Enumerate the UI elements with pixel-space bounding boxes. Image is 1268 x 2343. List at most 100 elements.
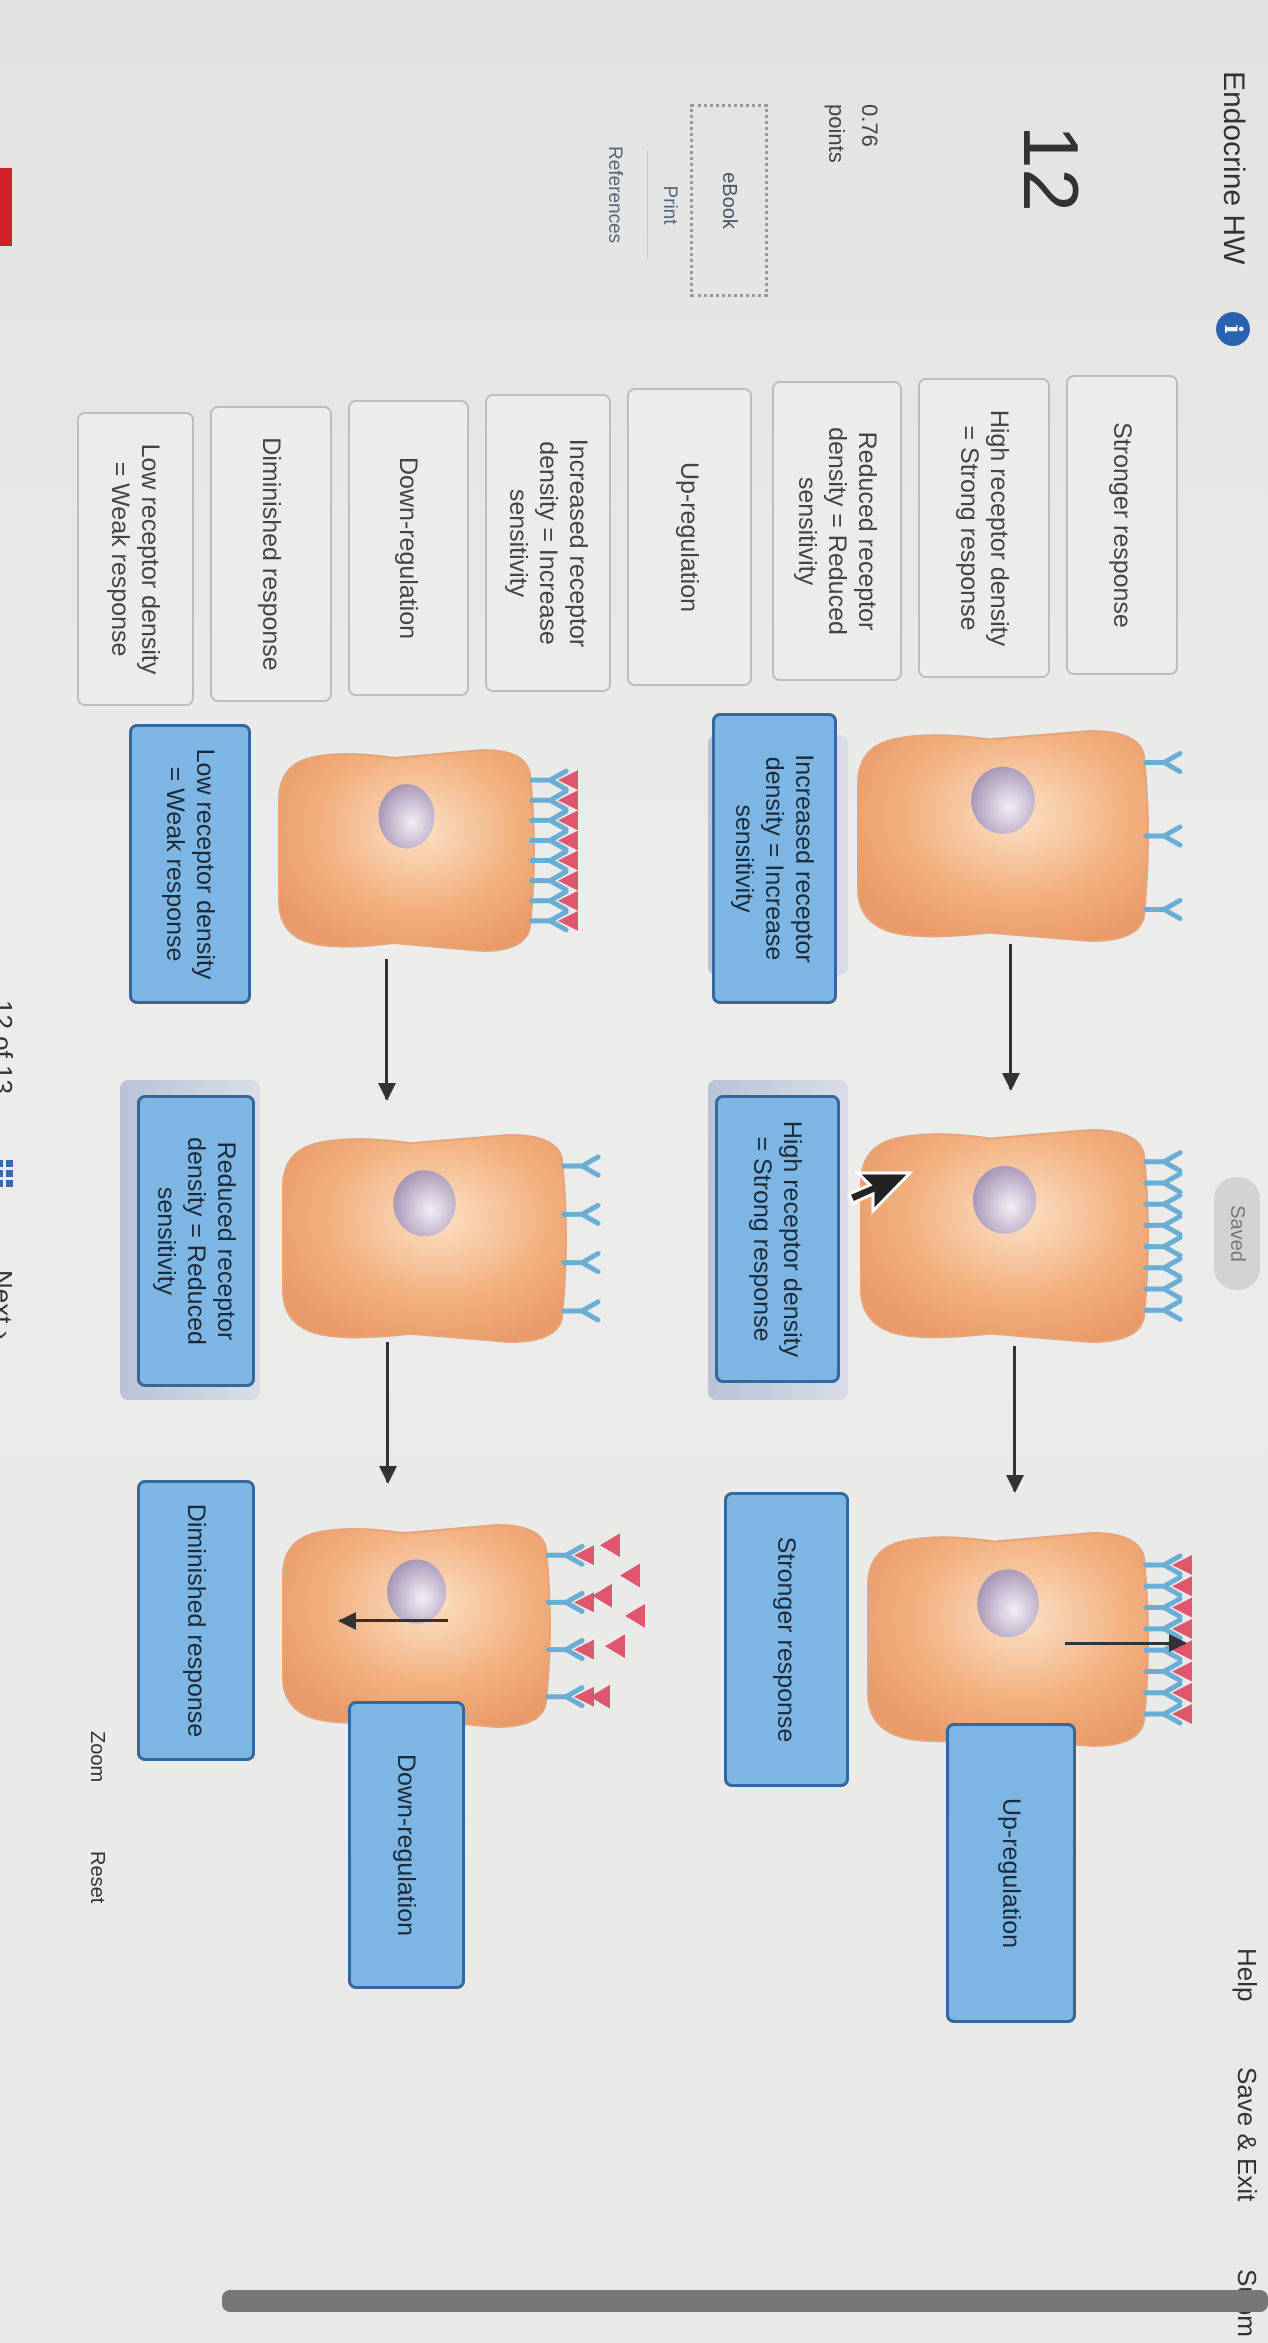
placed-label-reduced-receptor-density[interactable]: Reduced receptor density = Reduced sensi…: [137, 1095, 255, 1387]
bank-label-stronger-response[interactable]: Stronger response: [1066, 375, 1178, 675]
ebook-button[interactable]: eBook: [690, 104, 768, 297]
receptor-icon: [1143, 898, 1183, 921]
receptor-icon: [1143, 1150, 1183, 1174]
free-hormone-icon: [605, 1634, 625, 1659]
references-link[interactable]: References: [604, 146, 625, 244]
bank-label-diminished-response[interactable]: Diminished response: [210, 406, 332, 702]
reset-button[interactable]: Reset: [86, 1851, 108, 1904]
cell-upreg-end: [867, 1531, 1192, 1748]
zoom-button[interactable]: Zoom: [86, 1731, 108, 1783]
info-circle-icon[interactable]: i: [1216, 312, 1250, 346]
hormone-ligand-icon: [1172, 1576, 1192, 1597]
scrollbar[interactable]: [222, 2290, 1268, 2312]
receptor-icon: [1143, 1277, 1183, 1301]
grid-icon[interactable]: [0, 1160, 13, 1187]
receptor-icon: [529, 909, 569, 933]
nucleus: [393, 1170, 456, 1237]
cell-body: [282, 1133, 567, 1344]
bank-label-high-receptor-density[interactable]: High receptor density = Strong response: [918, 378, 1050, 678]
hormone-ligand-icon: [1172, 1618, 1192, 1639]
arrow-right-icon: [385, 959, 388, 1099]
placed-label-down-regulation[interactable]: Down-regulation: [348, 1701, 465, 1989]
receptor-icon: [1143, 1213, 1183, 1237]
hormone-ligand-icon: [558, 810, 578, 831]
cell-body: [282, 1523, 551, 1729]
bank-label-reduced-receptor-density[interactable]: Reduced receptor density = Reduced sensi…: [772, 381, 902, 681]
hormone-ligand-icon: [1172, 1554, 1192, 1575]
free-hormone-icon: [592, 1583, 612, 1608]
placed-label-low-receptor-density[interactable]: Low receptor density = Weak response: [129, 724, 251, 1004]
save-exit-link[interactable]: Save & Exit: [1232, 2067, 1262, 2202]
placed-label-high-receptor-density[interactable]: High receptor density = Strong response: [715, 1095, 840, 1383]
placed-label-increased-receptor-density[interactable]: Increased receptor density = Increase se…: [712, 713, 837, 1004]
nucleus: [971, 766, 1035, 834]
hormone-ligand-icon: [574, 1639, 594, 1660]
receptor-icon: [1143, 1574, 1183, 1598]
receptor-icon: [529, 869, 569, 893]
cell-upreg-mid: [860, 1128, 1183, 1344]
ebook-label: eBook: [718, 172, 741, 229]
cell-body: [860, 1128, 1149, 1344]
placed-label-stronger-response[interactable]: Stronger response: [724, 1492, 849, 1787]
page-indicator: 12 of 13: [0, 1000, 18, 1094]
bank-label-down-regulation[interactable]: Down-regulation: [348, 400, 469, 696]
cell-downreg-mid: [282, 1133, 601, 1344]
bank-label-low-receptor-density[interactable]: Low receptor density = Weak response: [77, 412, 194, 706]
hormone-ligand-icon: [558, 830, 578, 851]
arrow-right-icon: [386, 1342, 389, 1482]
receptor-icon: [1143, 1235, 1183, 1259]
print-link[interactable]: Print: [647, 150, 680, 260]
points-value: 0.76: [857, 104, 882, 147]
receptor-icon: [545, 1543, 585, 1567]
receptor-icon: [1143, 824, 1183, 848]
placed-label-diminished-response[interactable]: Diminished response: [137, 1480, 255, 1761]
receptor-icon: [545, 1685, 585, 1709]
receptor-icon: [1143, 1596, 1183, 1620]
receptor-icon: [1143, 751, 1183, 774]
arrow-down-icon: [340, 1619, 448, 1622]
saved-status-badge: Saved: [1214, 1177, 1260, 1290]
free-hormone-icon: [620, 1563, 640, 1588]
nucleus: [387, 1559, 446, 1624]
receptor-icon: [529, 788, 569, 812]
next-button[interactable]: Next ›: [0, 1270, 18, 1339]
hormone-ligand-icon: [574, 1686, 594, 1707]
hormone-ligand-icon: [1172, 1704, 1192, 1725]
free-hormone-icon: [600, 1533, 620, 1558]
receptor-icon: [561, 1202, 601, 1226]
cell-body: [278, 748, 535, 953]
nucleus: [378, 784, 435, 849]
receptor-icon: [545, 1638, 585, 1662]
mouse-cursor-icon: [847, 1171, 913, 1215]
receptor-icon: [1143, 1702, 1183, 1726]
cell-downreg-start: [278, 748, 578, 953]
brand-logo: [0, 168, 12, 246]
receptor-icon: [529, 808, 569, 832]
receptor-icon: [529, 768, 569, 792]
receptor-icon: [529, 849, 569, 873]
hormone-ligand-icon: [558, 770, 578, 791]
hormone-ligand-icon: [558, 870, 578, 891]
receptor-icon: [561, 1299, 601, 1323]
hormone-ligand-icon: [558, 790, 578, 811]
placed-label-up-regulation[interactable]: Up-regulation: [946, 1723, 1076, 2023]
cell-body: [857, 729, 1149, 943]
hormone-ligand-icon: [1172, 1597, 1192, 1618]
hormone-ligand-icon: [1172, 1661, 1192, 1682]
receptor-icon: [529, 889, 569, 913]
arrow-right-icon: [1009, 944, 1012, 1089]
receptor-icon: [545, 1590, 585, 1614]
bank-label-up-regulation[interactable]: Up-regulation: [627, 388, 752, 686]
nucleus: [972, 1166, 1037, 1234]
bank-label-increased-receptor-density[interactable]: Increased receptor density = Increase se…: [485, 394, 611, 692]
points-label: points: [824, 104, 849, 163]
receptor-icon: [1143, 1553, 1183, 1577]
receptor-icon: [561, 1251, 601, 1275]
arrow-up-icon: [1065, 1642, 1185, 1645]
receptor-icon: [1143, 1659, 1183, 1683]
help-link[interactable]: Help: [1232, 1948, 1262, 2002]
receptor-icon: [1143, 1681, 1183, 1705]
assignment-title: Endocrine HW: [1217, 71, 1250, 265]
receptor-icon: [1143, 1256, 1183, 1280]
